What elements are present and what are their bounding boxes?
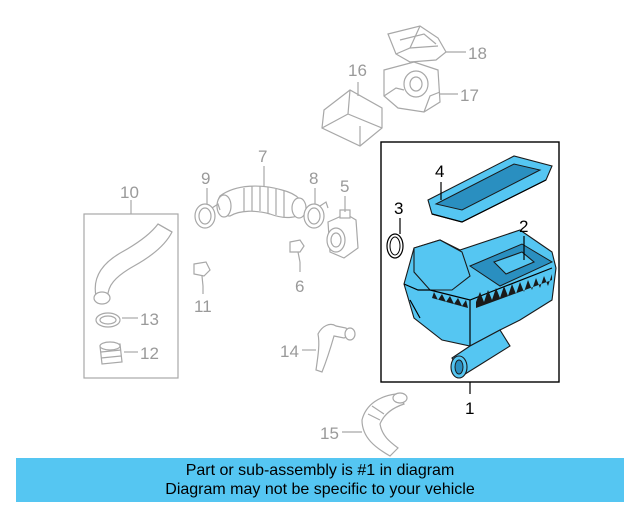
- part-16-inlet-bracket[interactable]: [321, 89, 383, 147]
- callout-11[interactable]: 11: [194, 297, 212, 316]
- info-banner-line-2: Diagram may not be specific to your vehi…: [165, 481, 475, 498]
- part-9-clamp[interactable]: [194, 203, 221, 229]
- info-banner-line-1: Part or sub-assembly is #1 in diagram: [185, 462, 455, 479]
- part-3-seal[interactable]: [386, 233, 404, 259]
- callout-15[interactable]: 15: [320, 424, 339, 443]
- callout-8[interactable]: 8: [309, 169, 318, 188]
- part-6-bolt[interactable]: [289, 239, 305, 263]
- callout-14[interactable]: 14: [280, 342, 299, 361]
- part-13-clamp[interactable]: [95, 312, 121, 328]
- part-12-coupler[interactable]: [99, 341, 123, 365]
- callout-18[interactable]: 18: [468, 44, 487, 63]
- callout-16[interactable]: 16: [348, 61, 367, 80]
- air-cleaner-housing[interactable]: [403, 229, 557, 379]
- part-7-intake-hose[interactable]: [216, 185, 307, 219]
- part-17-resonator[interactable]: [383, 61, 441, 113]
- callout-7[interactable]: 7: [258, 147, 267, 166]
- callout-5[interactable]: 5: [340, 177, 349, 196]
- part-18-duct-cover[interactable]: [387, 25, 447, 63]
- callout-17[interactable]: 17: [460, 86, 479, 105]
- callout-4[interactable]: 4: [435, 162, 444, 181]
- callout-6[interactable]: 6: [295, 277, 304, 296]
- callout-3[interactable]: 3: [394, 199, 403, 218]
- callout-2[interactable]: 2: [519, 217, 528, 236]
- part-8-clamp[interactable]: [303, 201, 329, 229]
- part-5-maf-sensor[interactable]: [326, 209, 359, 259]
- callout-13[interactable]: 13: [140, 310, 159, 329]
- part-11-bolt[interactable]: [193, 261, 211, 287]
- part-10-duct-assembly[interactable]: [83, 213, 179, 379]
- callout-10[interactable]: 10: [120, 183, 139, 202]
- callout-12[interactable]: 12: [140, 344, 159, 363]
- callout-1[interactable]: 1: [465, 399, 474, 418]
- part-15-elbow-hose[interactable]: [361, 392, 408, 457]
- part-4-filter-element[interactable]: [427, 155, 553, 223]
- part-14-drain-tube[interactable]: [315, 323, 356, 373]
- info-banner: Part or sub-assembly is #1 in diagram Di…: [16, 458, 624, 502]
- callout-9[interactable]: 9: [201, 169, 210, 188]
